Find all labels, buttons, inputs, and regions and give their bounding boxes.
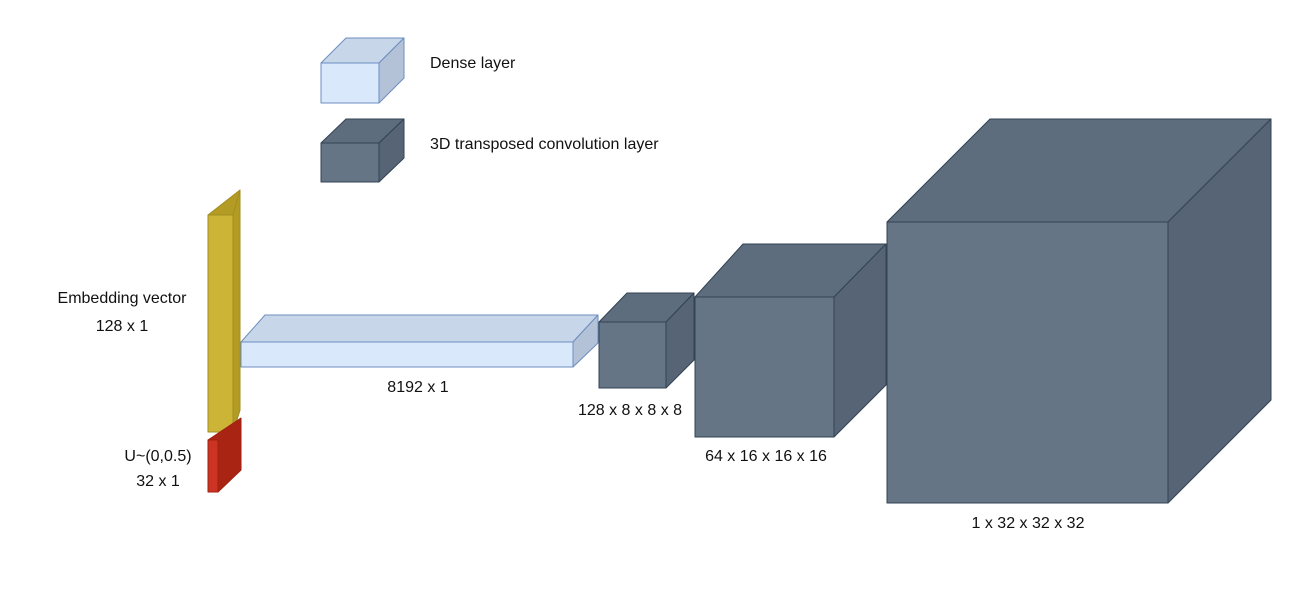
conv-layer-3-shape: 1 x 32 x 32 x 32 — [972, 515, 1085, 532]
noise-vector-block — [207, 417, 242, 493]
embedding-shape: 128 x 1 — [96, 318, 149, 335]
embedding-vector-block — [207, 189, 241, 433]
conv-layer-2-shape: 64 x 16 x 16 x 16 — [705, 448, 827, 465]
dense-layer-block — [240, 314, 599, 368]
legend-conv-swatch — [320, 118, 405, 183]
legend-dense-swatch — [320, 37, 405, 104]
conv-layer-3-block — [886, 118, 1272, 504]
embedding-title: Embedding vector — [58, 290, 188, 307]
dense-layer-shape: 8192 x 1 — [387, 379, 448, 396]
legend-dense-label: Dense layer — [430, 55, 516, 72]
conv-layer-1-block — [598, 292, 695, 389]
noise-shape: 32 x 1 — [136, 473, 180, 490]
conv-layer-2-block — [694, 243, 887, 438]
legend-conv-label: 3D transposed convolution layer — [430, 136, 659, 153]
conv-layer-1-shape: 128 x 8 x 8 x 8 — [578, 402, 682, 419]
noise-title: U~(0,0.5) — [124, 448, 191, 465]
